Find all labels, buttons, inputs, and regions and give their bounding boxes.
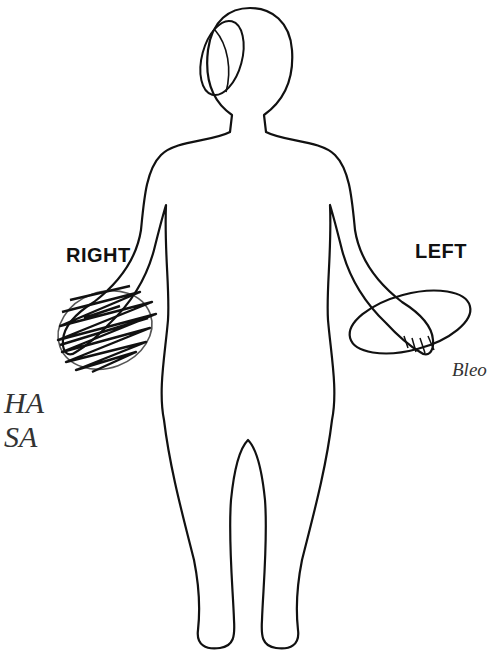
right-hand-scribble (58, 286, 156, 372)
side-label: LEFT (415, 240, 467, 262)
handwritten-note: SA (4, 420, 37, 453)
side-label: RIGHT (66, 244, 131, 266)
left-hand-circle (343, 279, 477, 365)
right-hand-circle (47, 278, 163, 382)
ponytail-inner (215, 30, 229, 92)
handwritten-note: HA (4, 386, 44, 419)
ponytail-loop (193, 16, 251, 100)
handwritten-note: Bleo (452, 360, 487, 381)
